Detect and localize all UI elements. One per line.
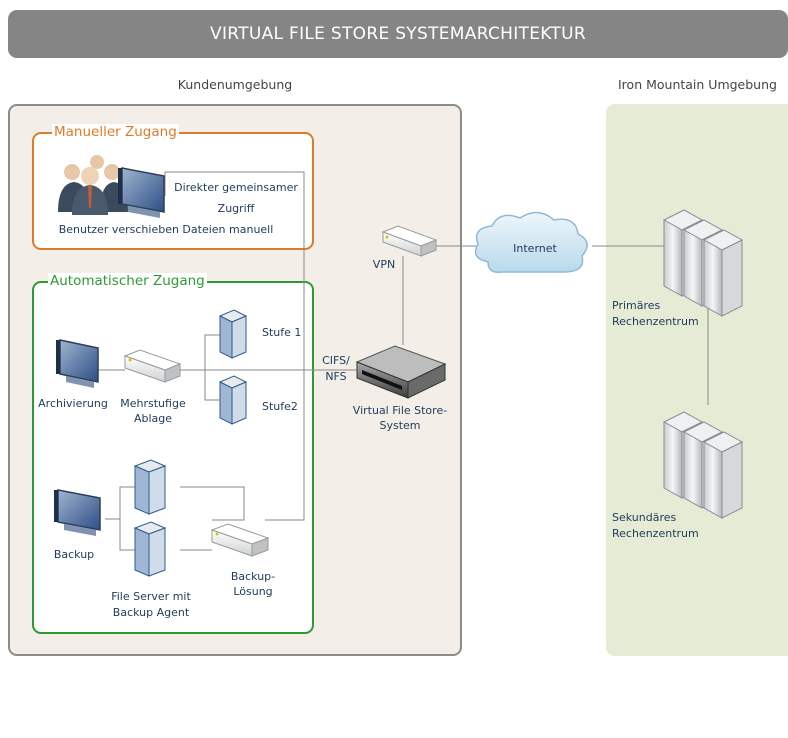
multitier-storage-device-icon	[123, 349, 182, 383]
internet-cloud-icon	[474, 211, 588, 274]
direct-access-label-1: Direkter gemeinsamer	[174, 181, 298, 194]
tier1-server-icon	[218, 309, 248, 359]
page-title-text: VIRTUAL FILE STORE SYSTEMARCHITEKTUR	[210, 24, 586, 44]
connection-lines	[98, 171, 709, 551]
users-manual-label: Benutzer verschieben Dateien manuell	[58, 223, 274, 236]
tier2-label: Stufe2	[262, 400, 298, 413]
vfs-label-2: System	[379, 419, 421, 432]
backup-solution-label-2: Lösung	[233, 585, 273, 598]
backup-label: Backup	[53, 548, 95, 561]
direct-access-line	[164, 171, 305, 521]
secondary-dc-label-1: Sekundäres	[612, 511, 677, 524]
automatic-access-title: Automatischer Zugang	[48, 273, 207, 289]
page-title: VIRTUAL FILE STORE SYSTEMARCHITEKTUR	[8, 10, 788, 58]
primary-datacenter-servers-icon	[662, 209, 744, 317]
secondary-dc-label-2: Rechenzentrum	[612, 527, 699, 540]
users-group-icon	[58, 155, 128, 215]
manual-access-title: Manueller Zugang	[52, 124, 179, 140]
customer-env-label: Kundenumgebung	[148, 77, 322, 92]
vpn-label: VPN	[372, 258, 396, 271]
direct-access-label-2: Zugriff	[217, 202, 255, 215]
iron-mountain-env-label: Iron Mountain Umgebung	[612, 77, 783, 92]
internet-label: Internet	[513, 242, 557, 255]
primary-dc-label-1: Primäres	[612, 299, 661, 312]
backup-solution-label-1: Backup-	[230, 570, 276, 583]
vpn-device-icon	[381, 225, 438, 257]
primary-dc-label-2: Rechenzentrum	[612, 315, 699, 328]
automatic-access-zone	[32, 281, 314, 634]
file-server-icon-2	[133, 521, 167, 577]
tier1-label: Stufe 1	[262, 326, 302, 339]
vfs-label-1: Virtual File Store-	[352, 404, 448, 417]
secondary-datacenter-servers-icon	[662, 411, 744, 519]
file-server-label-1: File Server mit	[111, 590, 191, 603]
monitor-icon-manual	[118, 167, 165, 218]
multitier-label-1: Mehrstufige	[120, 397, 186, 410]
archiving-label: Archivierung	[38, 397, 108, 410]
backup-solution-device-icon	[210, 523, 270, 557]
monitor-icon-archiving	[56, 339, 99, 388]
cifs-nfs-label-1: CIFS/	[322, 354, 350, 367]
cifs-nfs-label-2: NFS	[325, 370, 347, 383]
multitier-label-2: Ablage	[133, 412, 173, 425]
iron-mountain-environment	[606, 104, 788, 656]
file-server-icon-1	[133, 459, 167, 515]
file-server-label-2: Backup Agent	[112, 606, 190, 619]
tier2-server-icon	[218, 375, 248, 425]
monitor-icon-backup	[54, 489, 101, 536]
virtual-file-store-device-icon	[355, 345, 447, 399]
